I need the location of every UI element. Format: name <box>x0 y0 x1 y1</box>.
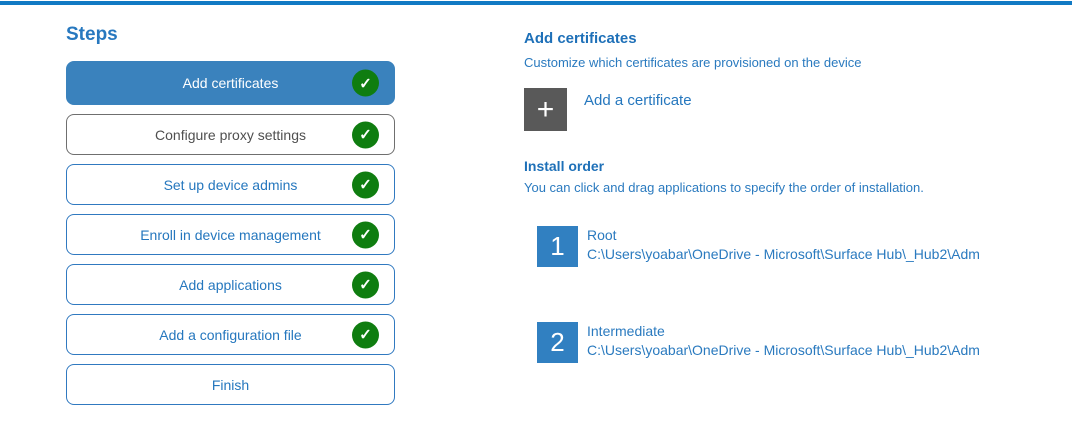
step-button[interactable]: Add a configuration file ✓ <box>66 314 395 355</box>
install-item-text: Root C:\Users\yoabar\OneDrive - Microsof… <box>587 226 980 262</box>
install-item-name: Intermediate <box>587 323 665 339</box>
install-order-title: Install order <box>524 158 605 174</box>
install-item-path: C:\Users\yoabar\OneDrive - Microsoft\Sur… <box>587 246 980 262</box>
order-number-tile: 1 <box>537 226 578 267</box>
steps-list: Add certificates ✓ Configure proxy setti… <box>66 61 395 405</box>
step-button[interactable]: Enroll in device management ✓ <box>66 214 395 255</box>
step-button-label: Configure proxy settings <box>155 126 306 143</box>
step-button-label: Add applications <box>179 276 282 293</box>
install-item-path: C:\Users\yoabar\OneDrive - Microsoft\Sur… <box>587 342 980 358</box>
step-button[interactable]: Configure proxy settings ✓ <box>66 114 395 155</box>
step-button[interactable]: Set up device admins ✓ <box>66 164 395 205</box>
step-button-label: Add certificates <box>182 75 279 91</box>
install-item-text: Intermediate C:\Users\yoabar\OneDrive - … <box>587 322 980 358</box>
install-item-name: Root <box>587 227 617 243</box>
order-number-tile: 2 <box>537 322 578 363</box>
step-button[interactable]: Add applications ✓ <box>66 264 395 305</box>
step-button[interactable]: Finish <box>66 364 395 405</box>
steps-panel: Steps Add certificates ✓ Configure proxy… <box>66 24 395 405</box>
check-icon: ✓ <box>352 69 379 97</box>
check-icon: ✓ <box>352 121 379 148</box>
content-panel: Add certificates Customize which certifi… <box>524 30 1064 363</box>
page-subtitle: Customize which certificates are provisi… <box>524 55 862 70</box>
install-order-item[interactable]: 2 Intermediate C:\Users\yoabar\OneDrive … <box>537 322 980 363</box>
check-icon: ✓ <box>352 221 379 248</box>
plus-icon[interactable]: + <box>524 88 567 131</box>
top-accent-bar <box>0 1 1072 5</box>
check-icon: ✓ <box>352 321 379 348</box>
add-certificate-button[interactable]: + Add a certificate <box>524 88 692 131</box>
step-button[interactable]: Add certificates ✓ <box>66 61 395 105</box>
page-title: Add certificates <box>524 30 637 47</box>
install-order-item[interactable]: 1 Root C:\Users\yoabar\OneDrive - Micros… <box>537 226 980 267</box>
steps-panel-title: Steps <box>66 24 118 45</box>
step-button-label: Enroll in device management <box>140 226 321 243</box>
add-certificate-label: Add a certificate <box>584 92 692 109</box>
step-button-label: Finish <box>211 376 250 393</box>
install-order-list: 1 Root C:\Users\yoabar\OneDrive - Micros… <box>537 226 980 418</box>
check-icon: ✓ <box>352 271 379 298</box>
check-icon: ✓ <box>352 171 379 198</box>
step-button-label: Add a configuration file <box>159 326 302 343</box>
install-order-description: You can click and drag applications to s… <box>524 180 924 195</box>
step-button-label: Set up device admins <box>163 176 298 193</box>
